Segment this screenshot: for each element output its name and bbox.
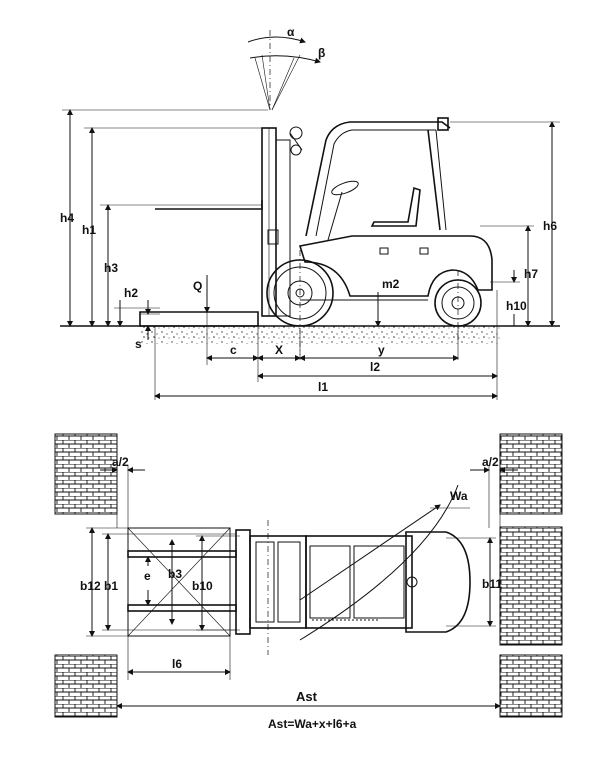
ground-gravel — [140, 326, 500, 344]
b1-dimension: b1 — [102, 533, 236, 631]
a2-left-dimension: a/2 — [100, 450, 145, 528]
b11-dimension: b11 — [446, 537, 502, 627]
h2-label: h2 — [124, 286, 138, 300]
h10-dimension: h10 — [490, 270, 527, 326]
brick-stack-top-left — [54, 433, 118, 515]
load-center-q: Q — [193, 275, 210, 313]
b3-label: b3 — [168, 567, 182, 581]
ast-label: Ast — [296, 689, 318, 704]
b10-dimension: b10 — [192, 535, 240, 631]
h7-label: h7 — [524, 267, 538, 281]
brick-stack-top-right — [499, 433, 563, 515]
top-view: a/2 a/2 b12 — [54, 433, 563, 731]
x-label: X — [275, 343, 283, 357]
alpha-label: α — [287, 25, 295, 39]
operator-seat — [370, 186, 421, 227]
raised-fork: h3 — [100, 200, 263, 327]
wa-turning-radius: Wa — [299, 484, 470, 641]
a2-right-label: a/2 — [482, 455, 499, 469]
h7-dimension: h7 — [480, 225, 538, 327]
brick-stack-middle-right — [499, 526, 563, 646]
pallet-load-outline — [127, 527, 231, 637]
m2-label: m2 — [382, 277, 400, 291]
h10-label: h10 — [506, 299, 527, 313]
horizontal-dimensions: c X y l2 l1 — [154, 290, 498, 400]
e-dimension: e — [144, 556, 151, 606]
brick-stack-bottom-right — [499, 654, 563, 718]
ast-formula: Ast=Wa+x+l6+a — [268, 717, 357, 731]
h4-dimension: h4 — [60, 109, 268, 327]
b3-dimension: b3 — [168, 539, 182, 625]
l2-label: l2 — [370, 360, 380, 374]
h6-dimension: h6 — [450, 121, 560, 327]
h4-label: h4 — [60, 211, 74, 225]
c-label: c — [230, 343, 237, 357]
m2-dimension: m2 — [375, 277, 400, 327]
tilt-angle-indicator: α β — [247, 25, 325, 111]
l1-label: l1 — [318, 380, 328, 394]
b1-label: b1 — [104, 579, 118, 593]
h2-dimension: h2 — [114, 286, 160, 327]
beta-label: β — [318, 46, 325, 60]
b10-label: b10 — [192, 579, 213, 593]
brick-stack-bottom-left — [54, 654, 118, 718]
h1-dimension: h1 — [82, 127, 262, 327]
a2-left-label: a/2 — [112, 455, 129, 469]
mast — [261, 126, 303, 317]
steering-wheel — [327, 180, 359, 241]
l6-label: l6 — [172, 657, 182, 671]
truck-top-outline — [235, 520, 471, 655]
h6-label: h6 — [543, 219, 557, 233]
y-label: y — [378, 343, 385, 357]
wa-label: Wa — [450, 489, 468, 503]
b11-label: b11 — [482, 577, 502, 591]
h3-label: h3 — [104, 261, 118, 275]
overhead-guard — [305, 117, 451, 237]
q-label: Q — [193, 279, 202, 293]
b12-dimension: b12 — [80, 527, 128, 637]
h1-label: h1 — [82, 223, 96, 237]
l6-dimension: l6 — [127, 636, 231, 680]
a2-right-dimension: a/2 — [470, 450, 518, 528]
e-label: e — [144, 569, 151, 583]
ast-dimension: Ast — [116, 689, 501, 712]
side-view: α β h4 h1 h3 h2 — [60, 25, 560, 400]
truck-body — [298, 235, 493, 301]
b12-label: b12 — [80, 579, 101, 593]
s-label: s — [135, 337, 142, 351]
